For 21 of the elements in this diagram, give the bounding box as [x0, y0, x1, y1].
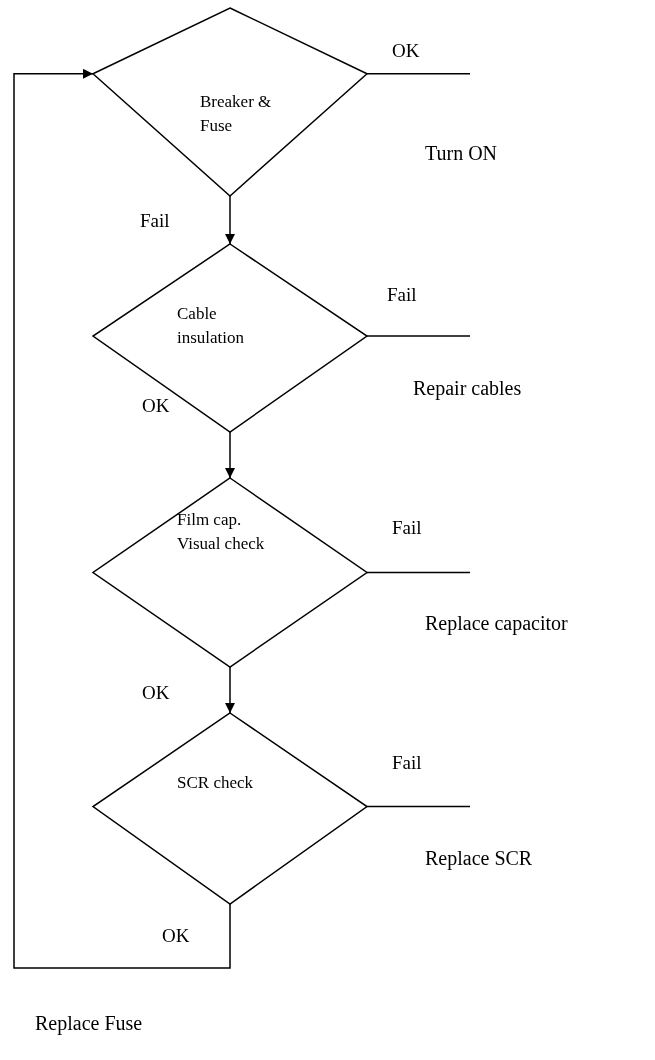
- decision-label: Breaker & Fuse: [200, 91, 273, 137]
- decision-diamond: [93, 8, 367, 196]
- decision-label: SCR check: [177, 772, 255, 794]
- arrow: [224, 666, 236, 714]
- arrow: [13, 68, 231, 969]
- decision-diamond: [93, 478, 367, 667]
- outcome-label: Replace Fuse: [35, 1012, 143, 1035]
- connector-line: [366, 335, 471, 337]
- outcome-label: Repair cables: [413, 377, 522, 400]
- arrow: [224, 195, 236, 245]
- decision-diamond: [93, 244, 367, 432]
- connector-line: [366, 571, 471, 574]
- outcome-label: Turn ON: [425, 142, 498, 165]
- decision-label: Film cap. Visual check: [177, 509, 266, 555]
- outcome-label: Replace SCR: [425, 847, 533, 870]
- outcome-label: Replace capacitor: [425, 612, 568, 635]
- decision-label: Cable insulation: [177, 303, 246, 349]
- connector-line: [366, 73, 471, 75]
- arrow: [224, 431, 236, 479]
- connector-line: [366, 805, 471, 808]
- decision-diamond: [93, 713, 367, 904]
